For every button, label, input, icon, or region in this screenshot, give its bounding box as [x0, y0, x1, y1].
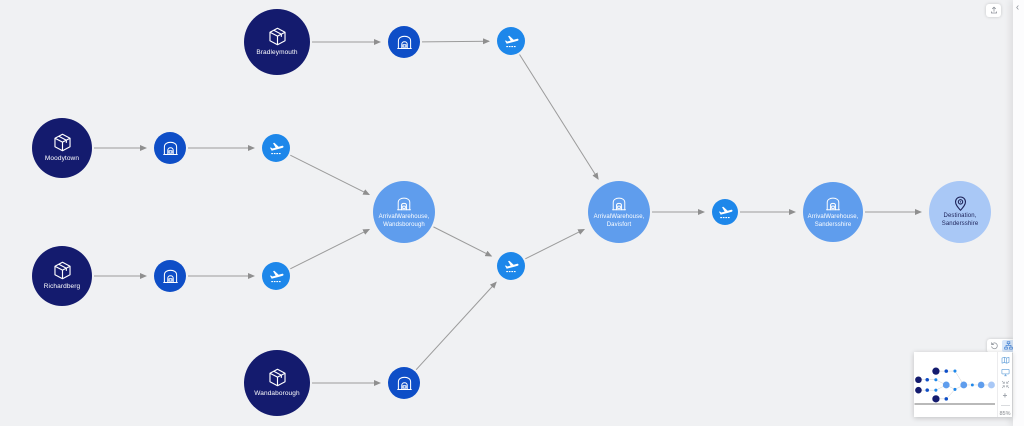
node-flight-4[interactable]: [497, 252, 525, 280]
warehouse-icon: [610, 195, 628, 213]
destination-pin-icon: [952, 195, 969, 212]
airplane-takeoff-icon: [503, 33, 520, 50]
warehouse-icon: [395, 195, 413, 213]
node-label: ArrivalWarehouse,Davisfort: [593, 213, 645, 228]
airplane-takeoff-icon: [268, 268, 285, 285]
minimap-node: [944, 369, 949, 373]
minimap-node: [925, 388, 929, 392]
layout-toolbar: [987, 339, 1015, 353]
map-icon: [1001, 352, 1010, 370]
node-aw-sandersshire[interactable]: ArrivalWarehouse,Sandersshire: [803, 182, 863, 242]
node-warehouse-2[interactable]: [154, 132, 186, 164]
edge-warehouse-4-flight-4[interactable]: [415, 281, 497, 371]
minimap-node: [925, 377, 929, 382]
node-label: Moodytown: [44, 155, 80, 163]
zoom-in-button[interactable]: +: [1002, 391, 1008, 400]
minimap[interactable]: [914, 352, 997, 417]
zoom-level-label: 85%: [999, 411, 1011, 417]
reset-icon: [990, 337, 999, 355]
minimap-node: [953, 369, 957, 373]
node-label: Bradleymouth: [256, 49, 298, 57]
fit-content-button[interactable]: [1000, 380, 1010, 389]
airplane-takeoff-icon: [717, 204, 734, 221]
warehouse-icon: [824, 195, 842, 213]
minimap-node: [915, 386, 922, 394]
divider: [1000, 405, 1010, 406]
minimap-node: [932, 367, 940, 375]
node-flight-1[interactable]: [497, 27, 525, 55]
node-label: ArrivalWarehouse,Wandsborough: [378, 213, 430, 228]
reset-layout-button[interactable]: [988, 340, 1001, 352]
upload-icon: [989, 2, 999, 20]
minimap-edge: [946, 389, 956, 400]
node-label: Wandaborough: [254, 390, 300, 398]
fit-content-icon: [1001, 376, 1010, 394]
node-warehouse-1[interactable]: [388, 26, 420, 58]
package-icon: [267, 26, 288, 47]
airplane-takeoff-icon: [503, 258, 520, 275]
package-icon: [267, 367, 288, 388]
minimap-node: [960, 381, 968, 389]
warehouse-icon: [395, 33, 414, 52]
edge-flight-1-aw-davisfort[interactable]: [519, 54, 599, 180]
edge-flight-2-aw-wandsborough[interactable]: [290, 154, 371, 196]
airplane-takeoff-icon: [268, 140, 285, 157]
hierarchic-layout-button[interactable]: [1001, 337, 1015, 355]
minimap-node: [934, 378, 938, 382]
map-button[interactable]: [1000, 356, 1010, 365]
node-moodytown[interactable]: Moodytown: [32, 118, 92, 178]
node-aw-davisfort[interactable]: ArrivalWarehouse,Davisfort: [588, 181, 650, 243]
view-controls: + 85%: [997, 352, 1012, 417]
minimap-node: [977, 381, 985, 389]
collapsed-side-panel: [1013, 0, 1024, 426]
minimap-node: [932, 395, 940, 403]
node-label: Destination,Sandersshire: [941, 213, 979, 227]
chevron-left-icon[interactable]: ‹: [1015, 2, 1020, 13]
warehouse-icon: [395, 374, 414, 393]
package-icon: [52, 132, 73, 153]
minimap-node: [942, 381, 950, 389]
edge-aw-wandsborough-flight-4[interactable]: [433, 226, 493, 257]
warehouse-icon: [161, 267, 180, 286]
minimap-node: [970, 383, 974, 387]
edge-flight-4-aw-davisfort[interactable]: [525, 228, 586, 260]
node-destination[interactable]: Destination,Sandersshire: [929, 181, 991, 243]
edge-warehouse-1-flight-1[interactable]: [421, 38, 491, 45]
minimap-node: [953, 387, 957, 391]
node-bradleymouth[interactable]: Bradleymouth: [244, 9, 310, 75]
minimap-node: [988, 381, 995, 389]
node-richardberg[interactable]: Richardberg: [32, 246, 92, 306]
edge-flight-3-aw-wandsborough[interactable]: [290, 228, 371, 270]
share-button[interactable]: [986, 4, 1001, 17]
warehouse-icon: [161, 139, 180, 158]
package-icon: [52, 260, 73, 281]
minimap-panel: + 85%: [914, 352, 1012, 417]
minimap-node: [934, 388, 938, 392]
fit-screen-button[interactable]: [1000, 368, 1010, 377]
node-warehouse-3[interactable]: [154, 260, 186, 292]
node-flight-5[interactable]: [712, 199, 738, 225]
node-flight-2[interactable]: [262, 134, 290, 162]
minimap-node: [915, 376, 922, 384]
node-flight-3[interactable]: [262, 262, 290, 290]
hierarchy-icon: [1003, 337, 1013, 355]
minimap-node: [944, 397, 949, 401]
node-aw-wandsborough[interactable]: ArrivalWarehouse,Wandsborough: [373, 181, 435, 243]
node-label: Richardberg: [43, 283, 81, 291]
node-wandaborough[interactable]: Wandaborough: [244, 350, 310, 416]
node-warehouse-4[interactable]: [388, 367, 420, 399]
monitor-icon: [1001, 364, 1010, 382]
node-label: ArrivalWarehouse,Sandersshire: [807, 213, 859, 228]
